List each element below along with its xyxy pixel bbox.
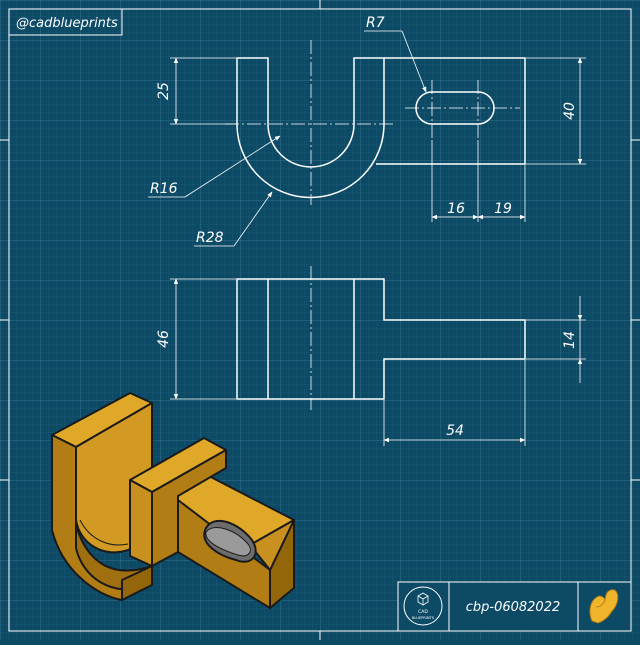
dim-14 xyxy=(526,296,586,383)
handle-box: @cadblueprints xyxy=(8,8,123,36)
dim-25 xyxy=(170,57,236,125)
dim-14-label: 14 xyxy=(562,331,578,349)
dim-40-label: 40 xyxy=(562,102,578,120)
dim-16-19 xyxy=(431,140,526,222)
leader-r28 xyxy=(194,191,273,247)
dim-54 xyxy=(383,360,526,446)
dim-54-label: 54 xyxy=(446,423,464,439)
dim-40 xyxy=(526,57,586,165)
logo-circle xyxy=(403,586,443,626)
leader-r7 xyxy=(364,30,427,93)
title-block: CAD BLUEPRINTS cbp-06082022 xyxy=(397,581,632,632)
dim-16-label: 16 xyxy=(447,201,465,217)
front-outline xyxy=(236,278,526,400)
isometric-part xyxy=(51,392,295,609)
logo-line1: CAD xyxy=(418,609,428,615)
r7-label: R7 xyxy=(366,15,385,31)
tab-outline xyxy=(376,57,526,165)
r16-label: R16 xyxy=(150,181,178,197)
leader-r16 xyxy=(148,135,281,198)
logo-line2: BLUEPRINTS xyxy=(412,616,435,620)
r28-label: R28 xyxy=(196,230,224,246)
u-channel-outline xyxy=(236,57,385,199)
front-view xyxy=(236,278,526,400)
dim-25-label: 25 xyxy=(156,82,172,100)
pinching-hand-icon xyxy=(589,589,619,624)
dim-19-label: 19 xyxy=(494,201,512,217)
drawing-code: cbp-06082022 xyxy=(466,600,561,615)
dim-46 xyxy=(170,278,236,400)
cube-icon xyxy=(417,592,429,606)
dim-46-label: 46 xyxy=(156,330,172,348)
top-view-centerlines xyxy=(225,40,520,205)
handle-text: @cadblueprints xyxy=(16,16,118,31)
